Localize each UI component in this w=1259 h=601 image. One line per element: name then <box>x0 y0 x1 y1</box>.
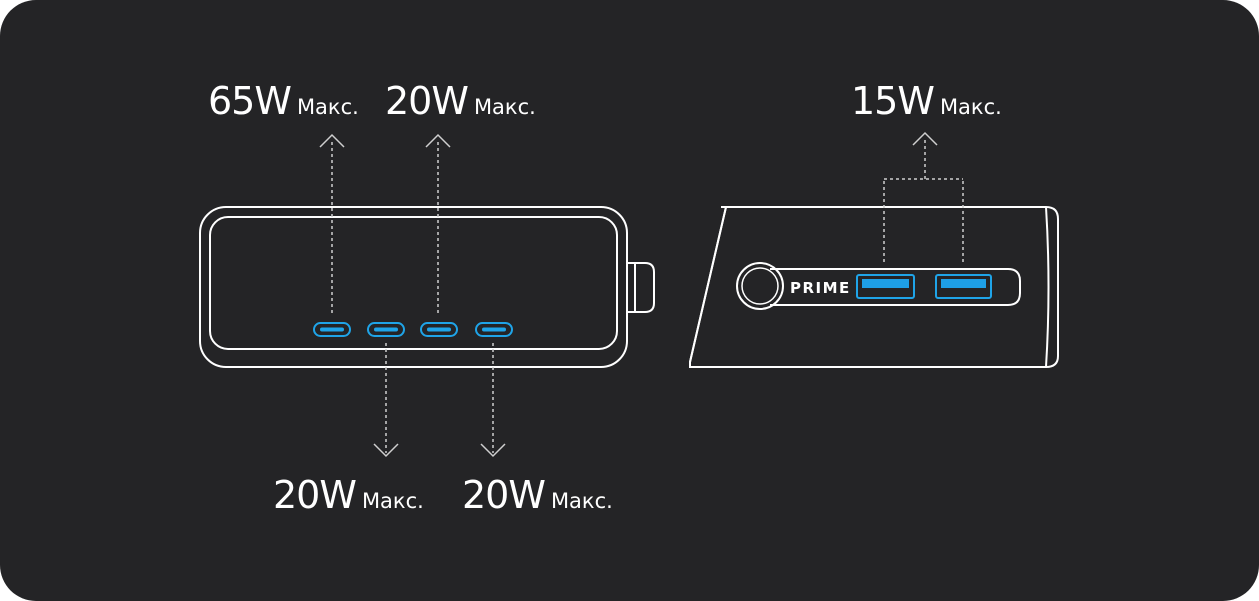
usb-a-ports <box>856 274 992 299</box>
leader-usb-c-4 <box>480 343 506 458</box>
hub-side-end-curve <box>1045 206 1050 368</box>
usb-a-port-2 <box>935 274 992 299</box>
power-suffix: Макс. <box>361 489 424 513</box>
usb-c-ports <box>313 322 513 337</box>
hub-side-bevel <box>689 206 728 367</box>
usb-c-port-1 <box>313 322 351 337</box>
power-suffix: Макс. <box>939 95 1002 119</box>
power-suffix: Макс. <box>550 489 613 513</box>
usb-c-port-3 <box>420 322 458 337</box>
power-value: 20W <box>273 473 357 517</box>
hub-side-plug <box>627 262 655 313</box>
power-value: 65W <box>208 79 292 123</box>
usb-c-port-4 <box>475 322 513 337</box>
power-value: 20W <box>385 79 469 123</box>
hub-front-inner-face <box>209 216 618 350</box>
leader-usb-c-3 <box>425 133 451 313</box>
arrow-down-icon <box>480 443 506 458</box>
power-suffix: Макс. <box>473 95 536 119</box>
power-button[interactable] <box>736 262 784 310</box>
leader-usb-c-1 <box>319 133 345 313</box>
hub-side-view <box>689 206 1059 368</box>
power-button-ring <box>741 267 779 305</box>
power-value: 15W <box>851 79 935 123</box>
arrow-up-icon <box>912 131 938 146</box>
power-suffix: Макс. <box>296 95 359 119</box>
hub-front-outer-shell <box>199 206 628 368</box>
usb-c-port-2 <box>367 322 405 337</box>
power-value: 20W <box>462 473 546 517</box>
arrow-up-icon <box>425 133 451 148</box>
arrow-up-icon <box>319 133 345 148</box>
hub-front-view <box>199 206 655 368</box>
arrow-down-icon <box>373 443 399 458</box>
usb-a-port-1 <box>856 274 915 299</box>
leader-usb-c-2 <box>373 343 399 458</box>
brand-logo: PRIME <box>790 279 851 297</box>
hub-control-strip <box>770 268 1021 306</box>
leader-usb-a <box>883 131 964 262</box>
